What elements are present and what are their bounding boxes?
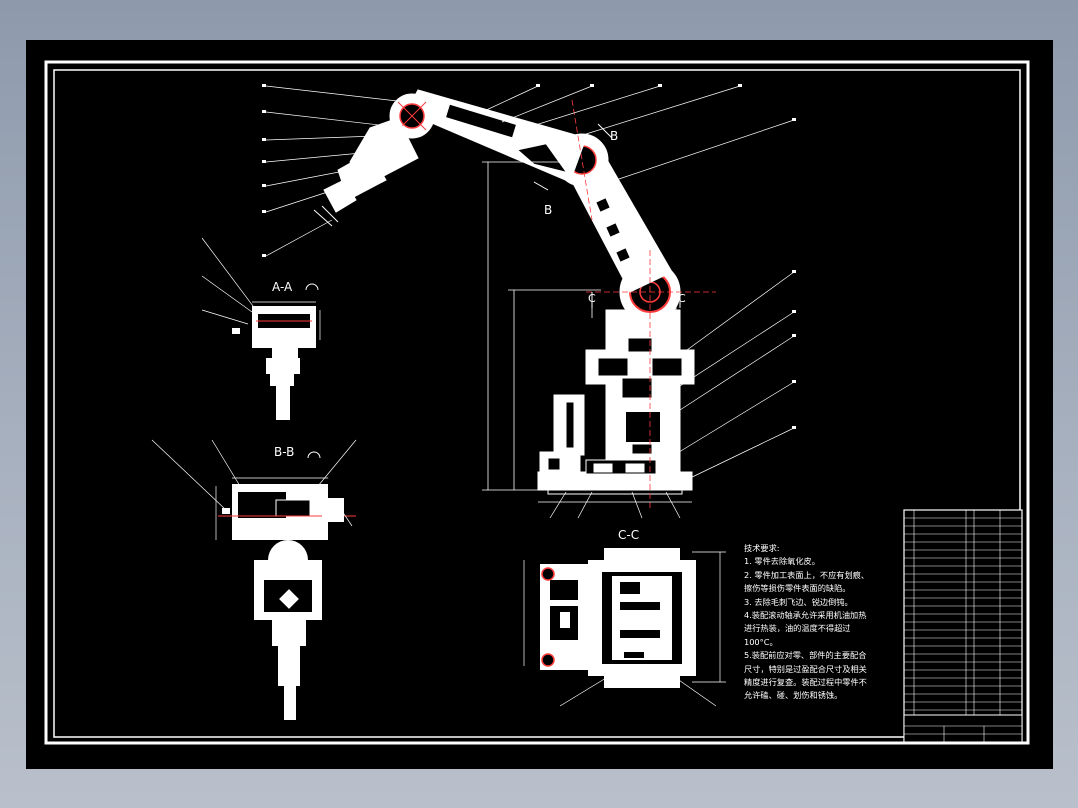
tech-note-line: 进行热装，油的温度不得超过 (744, 623, 851, 634)
title-block (903, 714, 1023, 743)
center-lines (571, 99, 716, 510)
tech-note-line: 2. 零件加工表面上，不应有划痕、 (744, 569, 870, 580)
c-mark-left: C (588, 292, 596, 305)
section-label-cc: C-C (618, 528, 640, 542)
section-label-aa: A-A (272, 280, 293, 294)
c-mark-right: C (678, 292, 686, 305)
parts-list-table (903, 509, 1023, 743)
dimension-lines (482, 161, 692, 503)
tech-note-line: 1. 零件去除氧化皮。 (744, 556, 820, 567)
tech-note-line: 5.装配前应对零、部件的主要配合 (744, 650, 867, 661)
leader-lines (265, 85, 795, 519)
section-label-bb: B-B (274, 445, 295, 459)
tech-note-line: 允许磕、碰、划伤和锈蚀。 (744, 690, 843, 701)
inner-frame (53, 69, 1021, 738)
section-view-aa (201, 237, 321, 420)
section-arrows (533, 123, 681, 308)
section-view-cc (523, 548, 726, 707)
b-mark-upper: B (610, 129, 618, 143)
bb-shaft (278, 646, 300, 686)
technical-requirements-title: 技术要求: (744, 543, 780, 553)
robot-arm-assembly (313, 89, 695, 495)
mechanical-drawing-canvas: B B C C (44, 60, 1030, 745)
tech-note-line: 3. 去除毛刺飞边、锐边倒钝。 (744, 596, 853, 607)
aa-shaft (276, 386, 290, 420)
section-view-bb (151, 439, 357, 720)
tech-note-line: 4.装配滚动轴承允许采用机油加热 (744, 610, 867, 621)
tech-note-line: 100°C。 (744, 636, 778, 647)
part-balloons (262, 84, 796, 429)
tech-note-line: 擦伤等损伤零件表面的缺陷。 (744, 583, 851, 594)
cad-drawing-sheet: B B C C (26, 40, 1053, 769)
outer-frame (44, 60, 1030, 745)
tech-note-line: 尺寸，特别是过盈配合尺寸及相关 (744, 663, 867, 674)
b-mark-lower: B (544, 203, 552, 217)
gripper-jaw (323, 179, 357, 213)
technical-requirements: 技术要求: 1. 零件去除氧化皮。 2. 零件加工表面上，不应有划痕、 擦伤等损… (744, 542, 902, 703)
tech-note-line: 精度进行复查。装配过程中零件不 (744, 677, 867, 688)
motor-window (621, 377, 653, 399)
